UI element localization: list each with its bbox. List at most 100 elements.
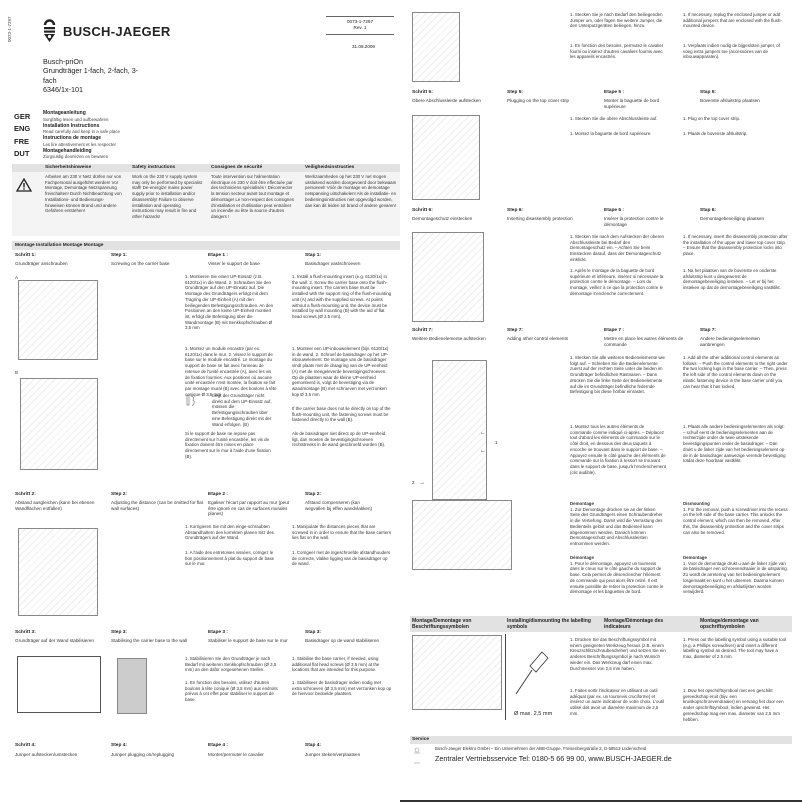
- doc-number-box: 0073-1-7297 Rev. 1: [326, 16, 394, 35]
- step6-label-en: Step 6:: [507, 208, 523, 213]
- step2-label-en: Step 2:: [111, 492, 127, 497]
- step3-label-fr: Etape 3 :: [208, 630, 228, 635]
- step2-label-nl: Stap 2:: [305, 492, 321, 497]
- safety-header-fr: Consignes de sécurité: [211, 165, 263, 170]
- step1-note-fr: Si le support de base ne repose pas dire…: [185, 431, 271, 459]
- step4-label-en: Step 4:: [111, 743, 127, 748]
- step6-label-nl: Stap 6:: [700, 208, 716, 213]
- demontage-text-nl: 1. Voor de demontage drukt u aan de link…: [683, 560, 788, 595]
- step5-label-en: Step 5:: [507, 90, 523, 95]
- step3-title-de: Grundträger auf der Wand stabilisieren: [15, 638, 94, 643]
- step6-title-fr: Insérer la protection contre le démontag…: [604, 216, 664, 227]
- demontage-title-de: Demontage: [570, 501, 594, 506]
- step3-label-nl: Stap 3:: [305, 630, 321, 635]
- labelling-header-de: Montage/Demontage von Beschriftungssymbo…: [412, 618, 472, 631]
- step4-title-en: Jumper plugging on/replugging: [111, 752, 175, 757]
- step2-text-de: 1. Korrigieren Sie mit den einge-schraub…: [185, 524, 274, 541]
- labelling-text-de: 1. Drücken Sie das Beschriftungssymbol m…: [570, 637, 666, 671]
- dismount-screwdriver-illustration: [412, 500, 512, 570]
- safety-text-nl: Werkzaamheden op het 230 V net mogen uit…: [305, 174, 397, 208]
- step1-title-de: Grundträger anschrauben: [15, 261, 68, 266]
- step2-title-de: Abstand ausgleichen (kann bei ebenen Wan…: [15, 500, 95, 511]
- safety-header-de: Sicherheitshinweise: [45, 165, 92, 170]
- product-line: Busch-priOn: [43, 57, 83, 66]
- safety-text-fr: Toute intervention sur l'alimentation él…: [211, 174, 294, 220]
- doc-number: 0073-1-7297: [346, 19, 374, 24]
- stabilise-detail-illustration: [17, 656, 101, 713]
- step7-text-nl: 1. Plaats alle andere bedieningselemente…: [683, 424, 786, 464]
- divider: [505, 634, 506, 720]
- arrow-right-icon: →: [419, 480, 425, 486]
- demontage-title-fr: Démontage: [570, 555, 594, 560]
- step1-note-en: If the carrier base does not lie directl…: [292, 406, 391, 423]
- step5-title-de: Obere Abschlussleiste aufstecken: [412, 98, 481, 103]
- safety-header-nl: Veiligheidsinstructies: [305, 165, 355, 170]
- step7-title-de: Weitere Bedienelemente aufstecken: [412, 336, 486, 341]
- figure-label-1: 1: [495, 440, 498, 445]
- step4-text-en: 1. If necessary, replug the enclosed jum…: [683, 12, 782, 29]
- step7-title-en: Adding other control elements: [507, 336, 569, 341]
- step5-title-fr: Monter la baguette de bord supérieure: [604, 98, 660, 109]
- step7-text-de: 1. Stecken Sie alle weiteren Bedieneleme…: [570, 355, 665, 395]
- step4-title-nl: Jumper steken/verplaatsen: [305, 752, 361, 757]
- step1-text-fr: 1. Montez un module encastré (par ex. 61…: [185, 346, 277, 397]
- control-elements-illustration: [432, 360, 487, 500]
- step6-text-en: 1. If necessary, insert the disassembly …: [683, 234, 788, 257]
- step2-text-en: 1. Manipulate the distances pieces that …: [292, 524, 392, 541]
- step1-label-fr: Etape 1 :: [208, 253, 228, 258]
- step3-text-fr: 1. En fonction des besoins, utilisez d'a…: [185, 680, 278, 703]
- disassembly-protection-illustration: [412, 232, 484, 322]
- labelling-text-nl: 1. Duw het opschriftsymbool met een gesc…: [683, 688, 784, 722]
- demontage-text-de: 1. Zur Demontage drücken sie an der link…: [570, 506, 663, 547]
- demontage-title-nl: Demontage: [683, 555, 707, 560]
- step1-note-nl: Als de basisdrager niet direct op de UP-…: [292, 431, 386, 448]
- safety-body: [12, 172, 400, 236]
- labelling-text-fr: 1. Faites sortir l'indicateur en utilisa…: [570, 688, 665, 716]
- figure-label-b: B: [15, 370, 19, 375]
- step1-title-en: Screwing on the carrier base: [111, 261, 170, 266]
- safety-text-en: Work on the 230 V supply system may only…: [132, 174, 203, 220]
- step1-label-nl: Stap 1:: [305, 253, 321, 258]
- step7-label-en: Step 7:: [507, 328, 523, 333]
- step1-label-de: Schritt 1:: [15, 253, 36, 258]
- step1-note-de: Liegt der Grundträger nicht direkt auf d…: [212, 393, 272, 427]
- arrow-left-icon: ←: [480, 448, 486, 454]
- step1-title-nl: Basisdrager vastschroeven: [305, 261, 361, 266]
- side-doc-code: 0073-1-7297: [7, 16, 12, 42]
- jumper-illustration: [412, 12, 460, 82]
- step5-label-fr: Etape 5 :: [604, 90, 624, 95]
- step2-label-de: Schritt 2:: [15, 492, 36, 497]
- step1-label-en: Step 1:: [111, 253, 127, 258]
- step4-text-de: 1. Stecken Sie je nach Bedarf den beilie…: [570, 12, 663, 29]
- step7-text-en: 1. Add all the other additional control …: [683, 355, 788, 389]
- service-hotline: Zentraler Vertriebsservice Tel: 0180-5 6…: [435, 754, 672, 763]
- demontage-text-fr: 1. Pour le démontage, appuyez un tournev…: [570, 560, 664, 595]
- step3-title-fr: Stabiliser le support de base sur le mur: [208, 638, 288, 643]
- step7-text-fr: 1. Montez tous les autres éléments de co…: [570, 424, 666, 475]
- info-note-icon: [186, 394, 198, 408]
- service-logo-icon: [413, 747, 421, 767]
- step5-label-nl: Stap 5:: [700, 90, 716, 95]
- step2-title-en: Adjusting the distance (can be omitted f…: [111, 500, 203, 511]
- step4-title-de: Jumper aufstecken/umstecken: [15, 752, 78, 757]
- service-title: Service: [410, 736, 792, 744]
- stabilise-carrier-illustration: [117, 658, 147, 714]
- figure-label-a: A: [15, 275, 19, 280]
- step3-text-nl: 1. Stabiliseer de basisdrager indien nod…: [292, 680, 392, 697]
- step6-text-de: 1. Stecken Sie nach dem Aufstecken der o…: [570, 234, 664, 262]
- labelling-header-nl: Montage/demontage van opschriftsymbolen: [700, 618, 759, 631]
- step7-title-fr: Mettre en place les autres éléments de c…: [604, 336, 684, 347]
- step6-title-nl: Demontagebeveiliging plaatsen: [700, 216, 765, 221]
- step6-text-nl: 1. Na het plaatsen van de bovenste en on…: [683, 268, 781, 291]
- step3-title-en: Stabilising the carrier base to the wall: [111, 638, 188, 643]
- step1-title-fr: Visser le support de base: [208, 261, 260, 266]
- revision: Rev. 1: [353, 25, 367, 31]
- step5-text-nl: 1. Plaats de bovenste afsluitstrip.: [683, 131, 748, 136]
- step3-title-nl: Basisdrager op de wand stabiliseren: [305, 638, 380, 643]
- labelling-text-en: 1. Press out the labelling symbol using …: [683, 637, 787, 660]
- labelling-header-en: Installing/dismounting the labelling sym…: [507, 618, 591, 631]
